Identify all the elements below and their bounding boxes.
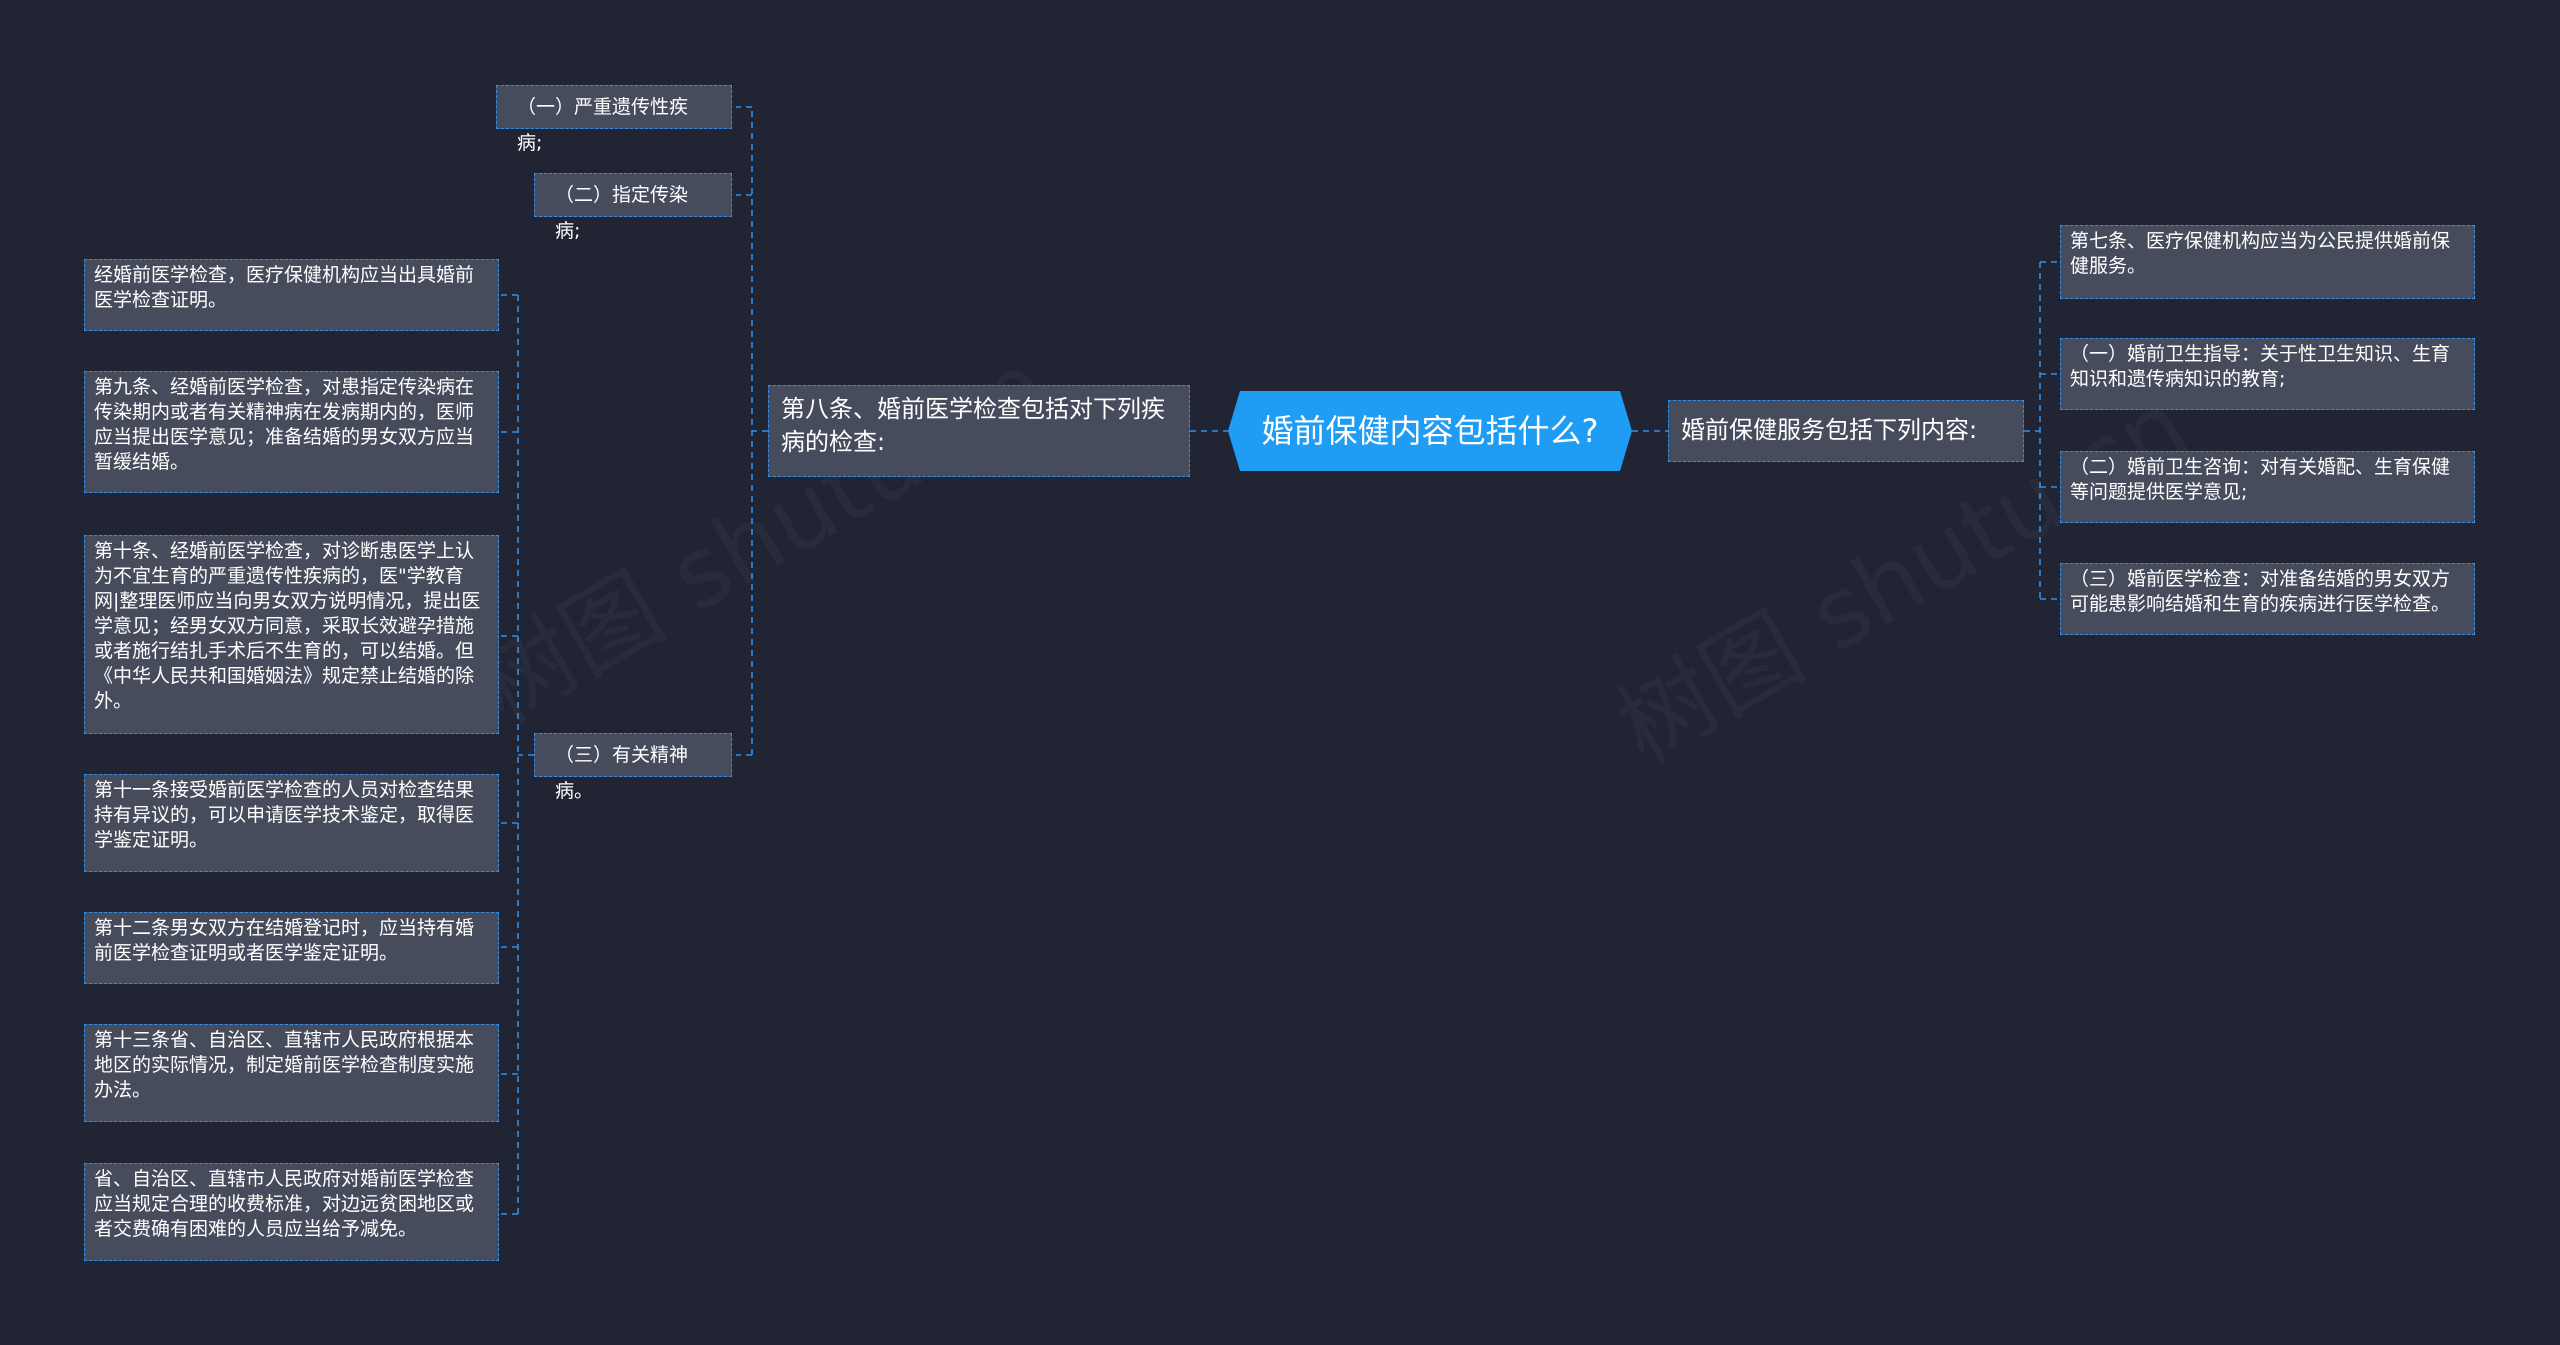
disease-infectious[interactable]: （二）指定传染病;	[534, 173, 732, 242]
note-article-9[interactable]: 第九条、经婚前医学检查，对患指定传染病在传染期内或者有关精神病在发病期内的，医师…	[84, 371, 499, 493]
service-medical-exam[interactable]: （三）婚前医学检查：对准备结婚的男女双方可能患影响结婚和生育的疾病进行医学检查。	[2060, 563, 2475, 635]
branch-article-8[interactable]: 第八条、婚前医学检查包括对下列疾病的检查:	[768, 385, 1190, 477]
service-hygiene-consult[interactable]: （二）婚前卫生咨询：对有关婚配、生育保健等问题提供医学意见;	[2060, 451, 2475, 523]
root-node[interactable]: 婚前保健内容包括什么?	[1228, 391, 1632, 471]
note-article-11[interactable]: 第十一条接受婚前医学检查的人员对检查结果持有异议的，可以申请医学技术鉴定，取得医…	[84, 774, 499, 872]
branch-services[interactable]: 婚前保健服务包括下列内容:	[1668, 400, 2024, 462]
note-article-10[interactable]: 第十条、经婚前医学检查，对诊断患医学上认为不宜生育的严重遗传性疾病的，医"学教育…	[84, 535, 499, 734]
note-article-12[interactable]: 第十二条男女双方在结婚登记时，应当持有婚前医学检查证明或者医学鉴定证明。	[84, 912, 499, 984]
disease-genetic[interactable]: （一）严重遗传性疾病;	[496, 85, 732, 154]
note-certificate[interactable]: 经婚前医学检查，医疗保健机构应当出具婚前医学检查证明。	[84, 259, 499, 331]
service-hygiene-guidance[interactable]: （一）婚前卫生指导：关于性卫生知识、生育知识和遗传病知识的教育;	[2060, 338, 2475, 410]
service-article-7[interactable]: 第七条、医疗保健机构应当为公民提供婚前保健服务。	[2060, 225, 2475, 299]
note-fees[interactable]: 省、自治区、直辖市人民政府对婚前医学检查应当规定合理的收费标准，对边远贫困地区或…	[84, 1163, 499, 1261]
note-article-13[interactable]: 第十三条省、自治区、直辖市人民政府根据本地区的实际情况，制定婚前医学检查制度实施…	[84, 1024, 499, 1122]
disease-mental[interactable]: （三）有关精神病。	[534, 733, 732, 802]
